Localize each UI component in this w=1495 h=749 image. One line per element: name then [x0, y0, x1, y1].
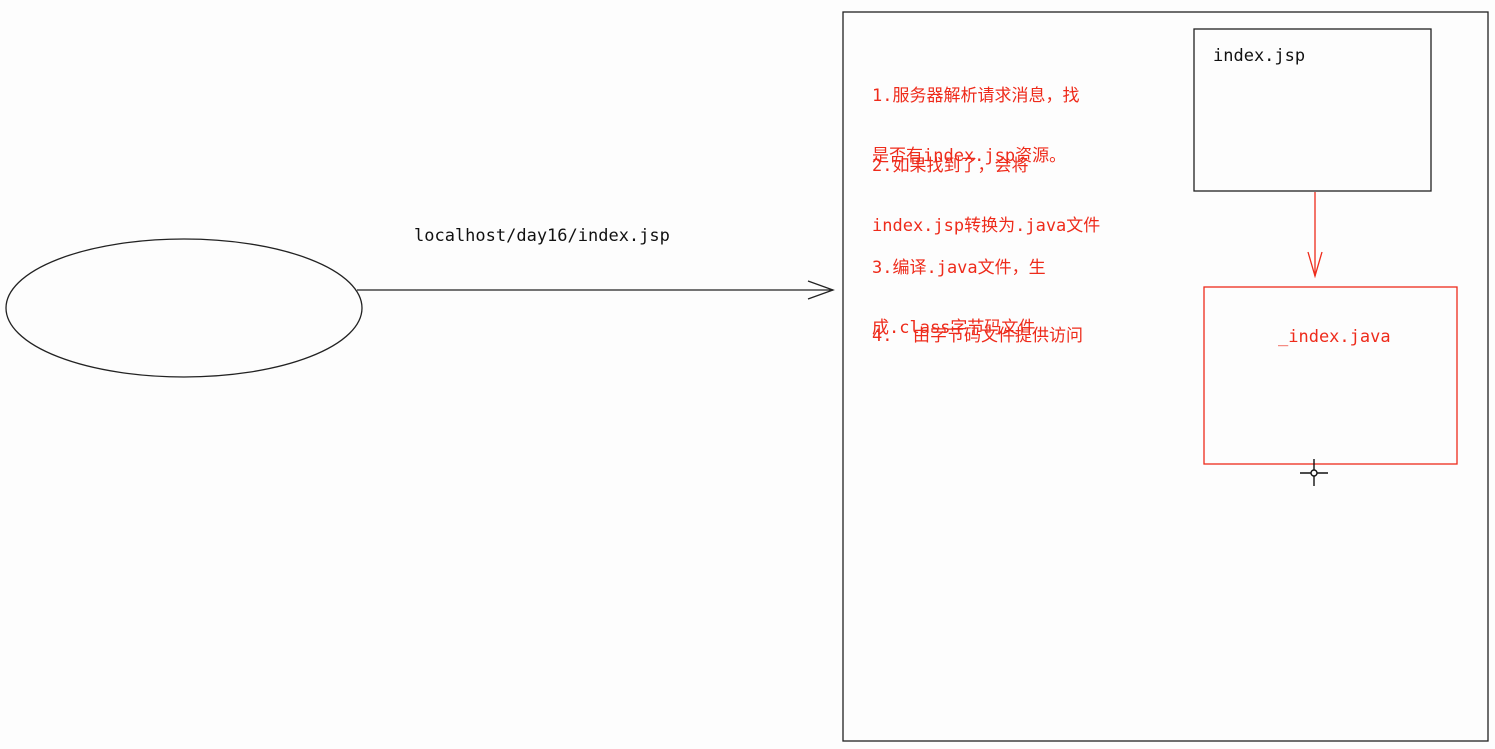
server-box [842, 11, 1489, 742]
request-url-label: localhost/day16/index.jsp [414, 226, 670, 246]
step-3-text: 3.编译.java文件，生 成.class字节码文件 [872, 218, 1046, 378]
convert-arrowhead [1307, 251, 1323, 279]
step-1-text: 1.服务器解析请求消息，找 是否有index.jsp资源。 [872, 46, 1079, 206]
step-1-line-2: 是否有index.jsp资源。 [872, 146, 1067, 166]
step-3-line-2: 成.class字节码文件 [872, 318, 1036, 338]
client-ellipse [5, 238, 363, 378]
java-file-box [1203, 286, 1458, 465]
step-4-text: 4. 由字节码文件提供访问 [872, 286, 1083, 386]
request-arrowhead [807, 280, 835, 300]
step-2-text: 2.如果找到了，会将 index.jsp转换为.java文件 [872, 116, 1100, 276]
step-2-line-1: 2.如果找到了，会将 [872, 156, 1029, 176]
step-1-line-1: 1.服务器解析请求消息，找 [872, 86, 1080, 106]
jsp-file-label: index.jsp [1213, 46, 1306, 66]
step-3-line-1: 3.编译.java文件，生 [872, 258, 1046, 278]
step-4-line-1: 4. 由字节码文件提供访问 [872, 326, 1083, 346]
step-2-line-2: index.jsp转换为.java文件 [872, 216, 1101, 236]
jsp-file-box [1193, 28, 1432, 192]
java-file-label: _index.java [1278, 327, 1391, 347]
crosshair-cursor-icon [1300, 459, 1328, 486]
